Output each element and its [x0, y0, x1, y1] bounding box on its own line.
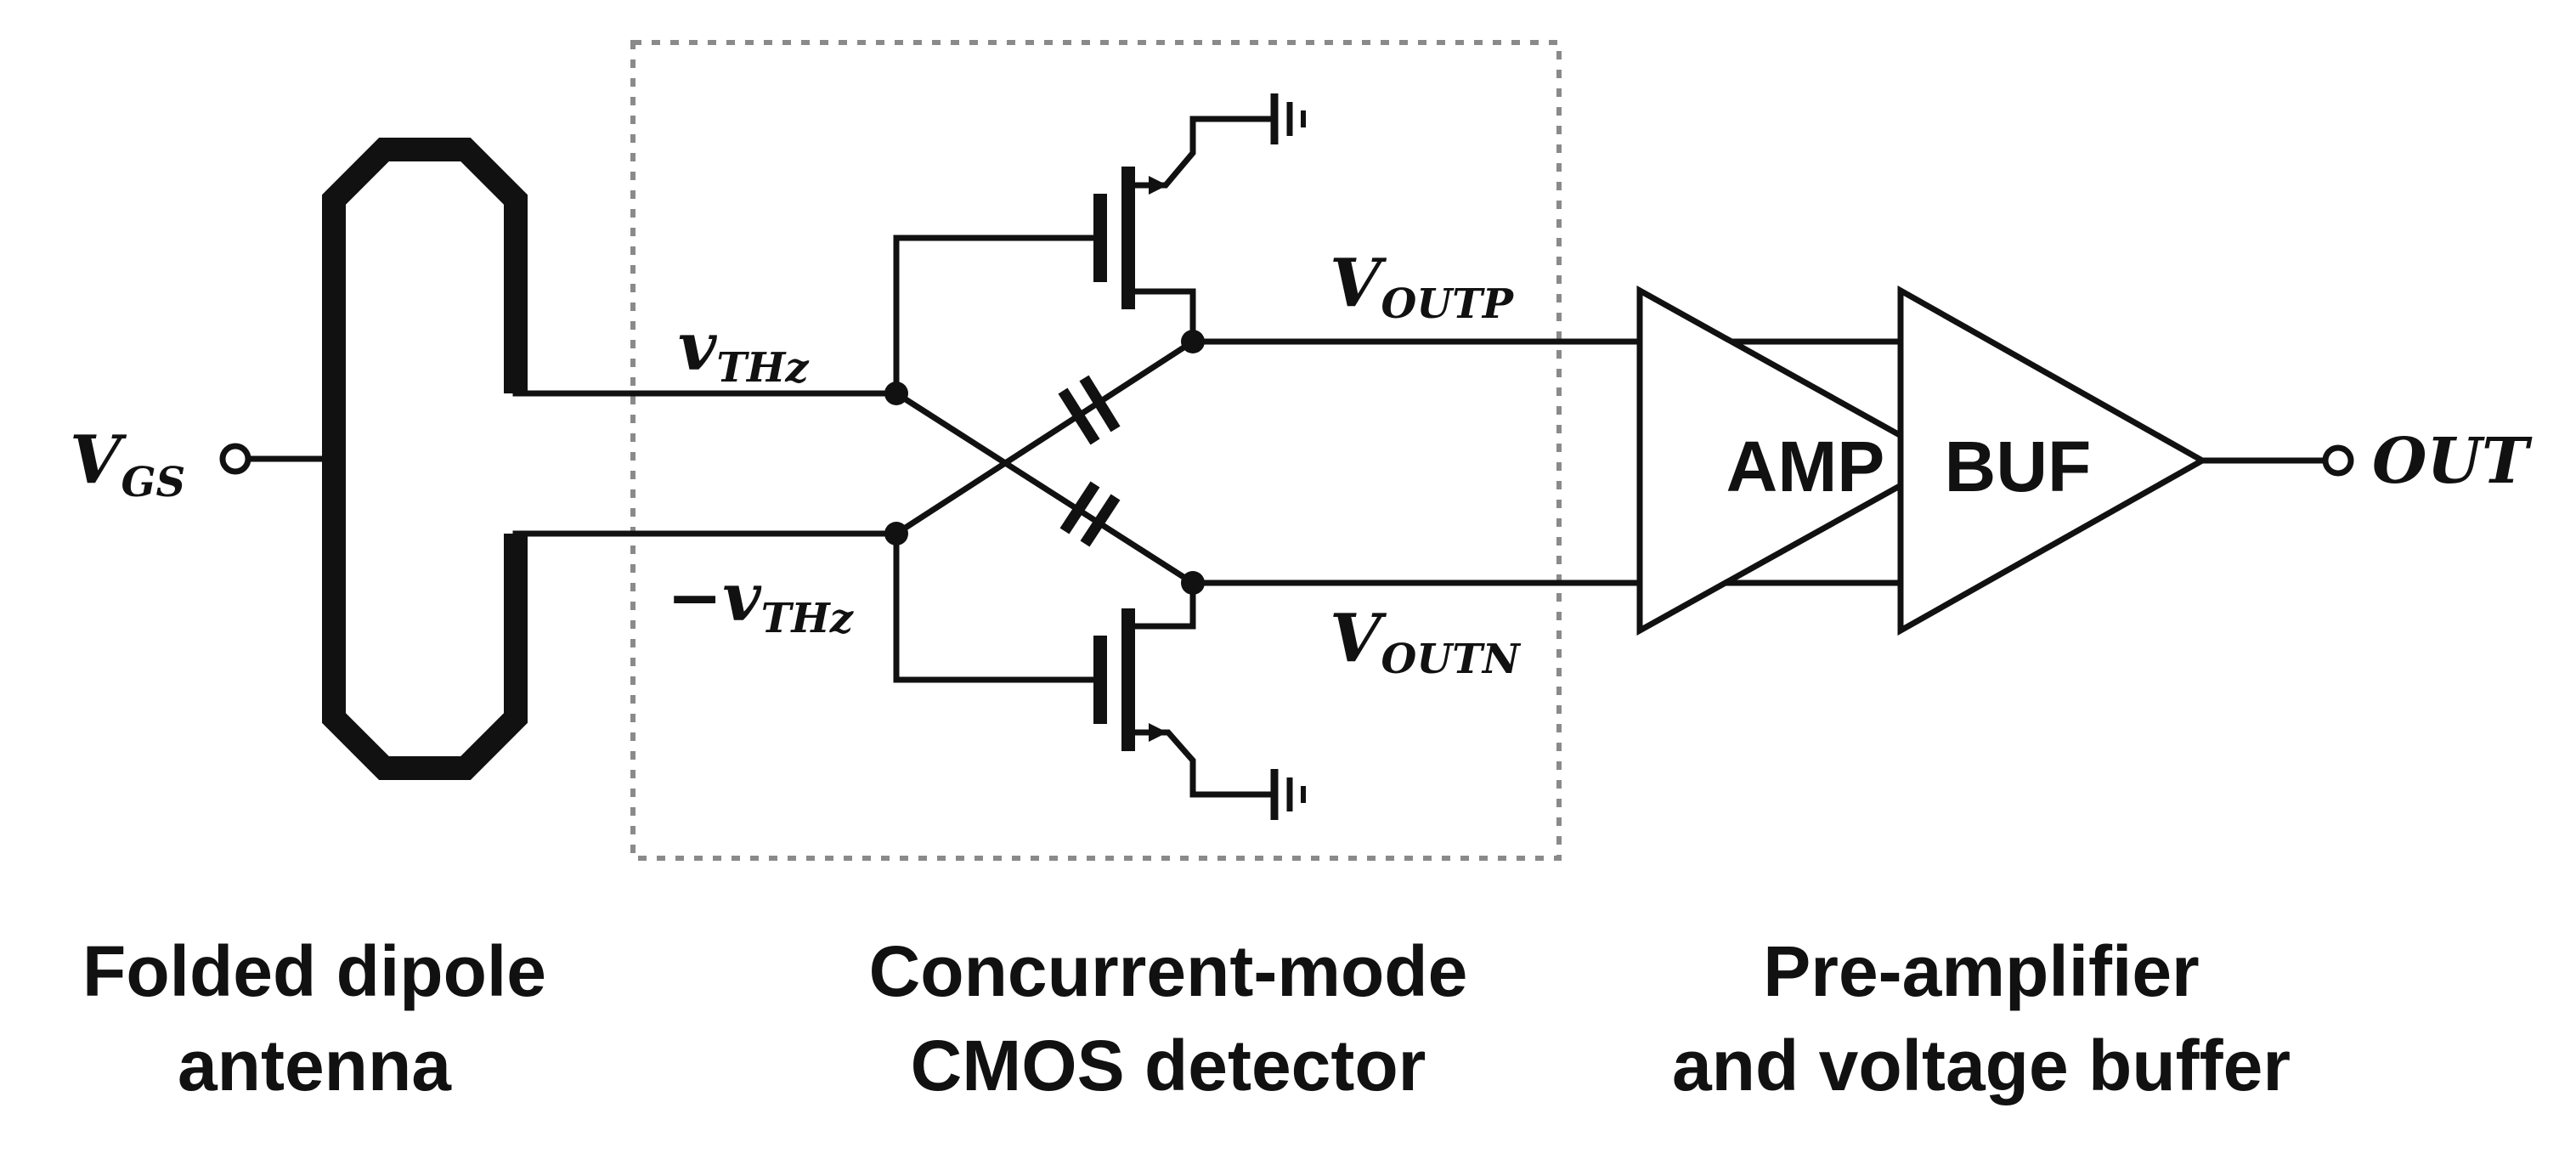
amplifier-caption-line2: and voltage buffer	[1672, 1026, 2291, 1105]
ground-icon-lower	[1270, 769, 1306, 820]
upper-mosfet	[1093, 116, 1278, 345]
voutp-label: VOUTP	[1330, 245, 1515, 328]
upper-gate-wire	[893, 235, 1104, 397]
folded-dipole-antenna	[322, 138, 528, 780]
buf-block	[1897, 286, 2209, 636]
detector-boundary-box	[630, 40, 1562, 861]
junction-voutn	[1181, 571, 1205, 595]
amp-label: AMP	[1726, 427, 1885, 506]
detector-caption-line2: CMOS detector	[911, 1026, 1426, 1105]
out-terminal	[2322, 444, 2354, 477]
junction-voutp	[1181, 330, 1205, 353]
detector-caption-line1: Concurrent-mode	[869, 931, 1468, 1011]
cross-wire-up	[892, 337, 1197, 538]
vgs-label: VGS	[70, 421, 185, 506]
lower-mosfet	[1093, 580, 1278, 798]
vthz-positive-label: vTHz	[678, 308, 810, 392]
amp-block	[1636, 286, 1952, 636]
cross-wire-down	[892, 389, 1197, 587]
junction-vthz-negative	[884, 522, 908, 546]
coupling-capacitor-upper	[1058, 375, 1121, 445]
ground-icon-upper	[1270, 93, 1306, 144]
antenna-caption-line2: antenna	[178, 1026, 452, 1105]
voutn-label: VOUTN	[1330, 600, 1522, 683]
out-label: OUT	[2372, 425, 2533, 498]
antenna-caption-line1: Folded dipole	[82, 931, 546, 1011]
vthz-negative-label: −vTHz	[667, 559, 855, 642]
amplifier-caption-line1: Pre-amplifier	[1763, 931, 2200, 1011]
lower-gate-wire	[893, 530, 1104, 683]
junction-vthz-positive	[884, 382, 908, 405]
vgs-terminal	[219, 443, 251, 475]
coupling-capacitor-lower	[1059, 481, 1121, 547]
buf-label: BUF	[1945, 427, 2092, 506]
